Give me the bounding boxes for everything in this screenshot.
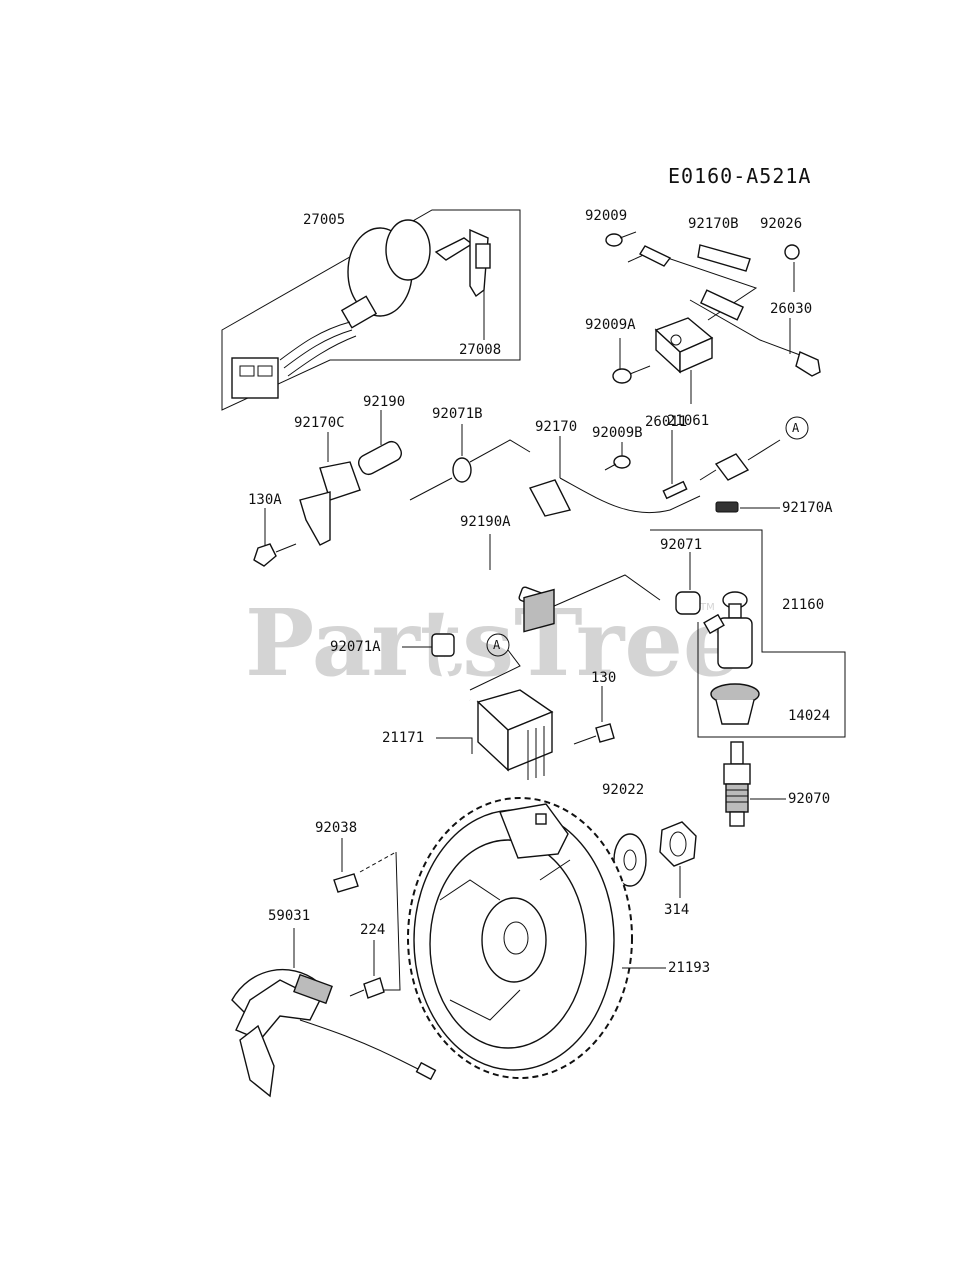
bolt-92009B-part[interactable] (604, 455, 631, 471)
grommet-92071B-part[interactable] (409, 439, 531, 501)
nut-314-part[interactable] (659, 821, 697, 867)
key-part[interactable] (434, 228, 491, 298)
label-130[interactable]: 130 (591, 670, 616, 686)
label-92009[interactable]: 92009 (585, 208, 627, 224)
plug-cap-terminal-part[interactable] (703, 591, 753, 669)
label-59031[interactable]: 59031 (268, 908, 310, 924)
svg-text:A: A (792, 421, 800, 435)
label-92190[interactable]: 92190 (363, 394, 405, 410)
label-92170C[interactable]: 92170C (294, 415, 345, 431)
wire-26030-part[interactable] (689, 289, 821, 377)
key-92038-part[interactable] (333, 873, 359, 893)
nut-92026-part[interactable] (784, 244, 800, 260)
label-130A[interactable]: 130A (248, 492, 282, 508)
label-26011[interactable]: 26011 (645, 414, 687, 430)
spark-plug-92070-part[interactable] (723, 741, 751, 827)
leader-21171 (436, 737, 473, 754)
ref-marker-A-top: A (785, 416, 809, 440)
ignition-switch-group-outline (221, 209, 521, 411)
label-92038[interactable]: 92038 (315, 820, 357, 836)
washer-part[interactable] (613, 833, 647, 887)
label-27008[interactable]: 27008 (459, 342, 501, 358)
bracket-92170C-part[interactable] (299, 461, 361, 546)
label-92009A[interactable]: 92009A (585, 317, 636, 333)
ignition-switch-part[interactable] (231, 219, 431, 399)
bolt-92009A-part[interactable] (612, 365, 651, 384)
collar-92190-part[interactable] (356, 439, 404, 477)
flywheel-21193-part[interactable] (407, 797, 633, 1079)
label-92071A[interactable]: 92071A (330, 639, 381, 655)
bolt-92009-part[interactable] (605, 231, 637, 247)
label-314[interactable]: 314 (664, 902, 689, 918)
diagram-code: E0160-A521A (668, 164, 811, 188)
bracket-92170-part[interactable] (528, 452, 572, 517)
relay-21061-part[interactable] (654, 317, 714, 374)
label-224[interactable]: 224 (360, 922, 385, 938)
label-92071B[interactable]: 92071B (432, 406, 483, 422)
label-92022[interactable]: 92022 (602, 782, 644, 798)
cap-92071-part[interactable] (675, 591, 701, 615)
label-21193[interactable]: 21193 (668, 960, 710, 976)
label-92170A[interactable]: 92170A (782, 500, 833, 516)
grommet-92071A-part[interactable] (431, 633, 455, 657)
label-26030[interactable]: 26030 (770, 301, 812, 317)
key-alignment-line (359, 851, 397, 873)
bolt-alignment-line (372, 851, 401, 991)
plug-cap-group-outline (650, 529, 846, 738)
label-92071[interactable]: 92071 (660, 537, 702, 553)
cover-14024-part[interactable] (710, 683, 760, 725)
ref-marker-A-mid: A (469, 633, 521, 691)
bolt-130A-part[interactable] (253, 543, 297, 567)
label-92190A[interactable]: 92190A (460, 514, 511, 530)
label-92026[interactable]: 92026 (760, 216, 802, 232)
clip-92170A-part[interactable] (715, 501, 739, 513)
label-92170[interactable]: 92170 (535, 419, 577, 435)
ignition-coil-21171-part[interactable] (476, 588, 555, 780)
label-92009B[interactable]: 92009B (592, 425, 643, 441)
bracket-92170B-part[interactable] (638, 244, 751, 272)
watermark-trademark: TM (699, 602, 715, 613)
label-21160[interactable]: 21160 (782, 597, 824, 613)
label-21061[interactable]: 21061 (667, 413, 709, 429)
label-27005[interactable]: 27005 (303, 212, 345, 228)
ht-connection-line (544, 574, 661, 611)
label-92170B[interactable]: 92170B (688, 216, 739, 232)
lead-wire-26011-part[interactable] (559, 439, 781, 514)
svg-text:A: A (493, 638, 501, 652)
label-92070[interactable]: 92070 (788, 791, 830, 807)
label-21171[interactable]: 21171 (382, 730, 424, 746)
bolt-224-part[interactable] (349, 977, 385, 999)
charge-coil-59031-part[interactable] (231, 968, 437, 1098)
label-14024[interactable]: 14024 (788, 708, 830, 724)
bolt-130-part[interactable] (573, 723, 615, 745)
